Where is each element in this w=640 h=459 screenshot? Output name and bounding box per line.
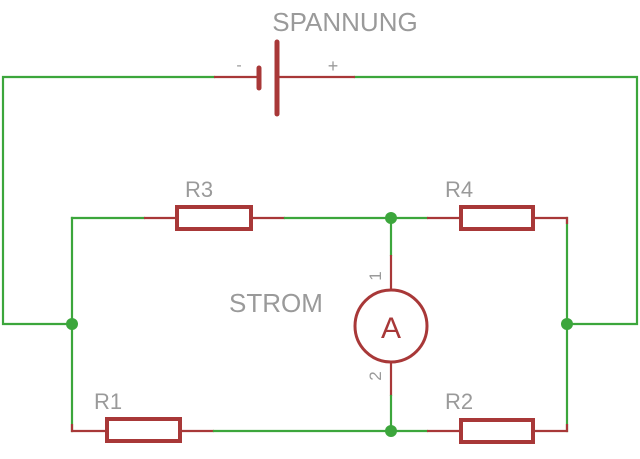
ammeter-pin2-label: 2 xyxy=(366,371,385,380)
battery-symbol xyxy=(214,39,355,117)
ammeter-label: STROM xyxy=(229,288,323,318)
resistor-r1 xyxy=(70,417,214,443)
source-label: SPANNUNG xyxy=(272,7,417,37)
resistor-r2 xyxy=(427,418,569,444)
source-plus-label: + xyxy=(328,56,339,76)
source-minus-label: - xyxy=(236,57,241,74)
ammeter-symbol-label: A xyxy=(381,312,401,345)
junction-dot-bottom xyxy=(385,425,397,437)
resistor-r2-label: R2 xyxy=(445,389,473,414)
resistor-r1-label: R1 xyxy=(94,389,122,414)
junction-dot-right xyxy=(561,318,573,330)
resistor-r3 xyxy=(144,205,285,231)
wire-source-left xyxy=(1,75,216,326)
resistor-r4 xyxy=(427,205,569,231)
resistor-r4-label: R4 xyxy=(445,177,473,202)
wire-source-right xyxy=(353,75,639,326)
junction-dot-left xyxy=(66,318,78,330)
junction-dot-top xyxy=(385,212,397,224)
ammeter-symbol xyxy=(353,255,429,396)
resistor-r3-label: R3 xyxy=(185,177,213,202)
ammeter-pin1-label: 1 xyxy=(366,271,385,280)
